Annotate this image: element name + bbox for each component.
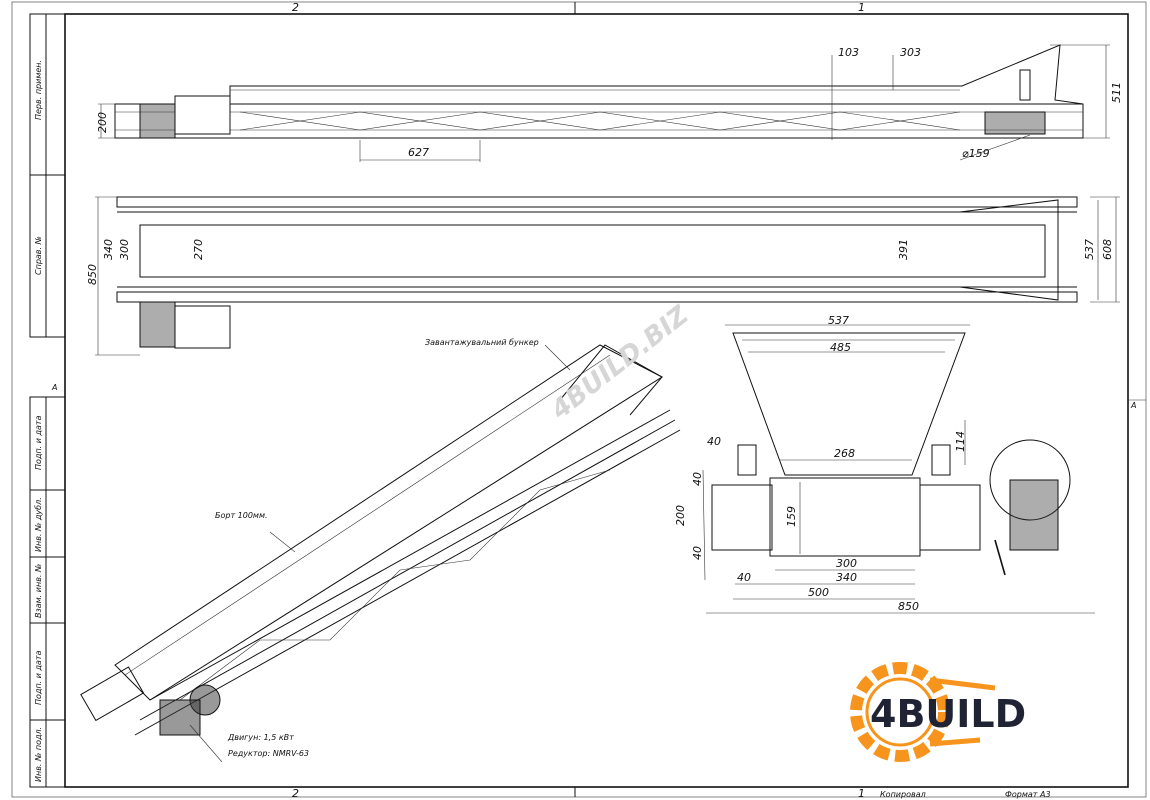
dimension-200: 200 (96, 112, 109, 133)
isometric-view (80, 344, 681, 763)
dimension-511: 511 (1110, 82, 1123, 103)
dimension-270: 270 (192, 239, 205, 260)
zone-label-top-1: 1 (858, 1, 865, 14)
annotation-loading-hopper: Завантажувальний бункер (425, 338, 539, 347)
stamp-label: Справ. № (34, 236, 43, 275)
dimension-500: 500 (808, 586, 829, 599)
stamp-label: Инв. № подл. (34, 727, 43, 782)
brand-logo: 4BUILD (850, 662, 1026, 762)
dimension-300: 300 (836, 557, 857, 570)
logo-text: 4BUILD (870, 692, 1026, 736)
dimension-40: 40 (691, 546, 704, 560)
stamp-column (29, 13, 66, 788)
dimension-300: 300 (118, 239, 131, 260)
dimension-114: 114 (954, 431, 967, 452)
dimension-340: 340 (102, 239, 115, 260)
dimension-627: 627 (408, 146, 429, 159)
zone-label-bottom-1: 1 (858, 787, 865, 800)
dimension-485: 485 (830, 341, 851, 354)
dimension-537: 537 (828, 314, 849, 327)
stamp-label: Инв. № дубл. (34, 497, 43, 552)
dimension-303: 303 (900, 46, 921, 59)
plan-view (95, 196, 1120, 356)
dimension-103: 103 (838, 46, 859, 59)
copied-label: Копировал (880, 790, 926, 799)
dimension-40: 40 (737, 571, 751, 584)
zone-label-right-a: A (1130, 401, 1136, 410)
dimension-608: 608 (1101, 239, 1114, 260)
dimension-159: 159 (785, 506, 798, 527)
zone-label-top-2: 2 (292, 1, 299, 14)
dimension-200: 200 (674, 505, 687, 526)
dimension-40: 40 (707, 435, 721, 448)
watermark: 4BUILD.BIZ (545, 300, 695, 427)
dimension-diameter-159: ⌀159 (962, 147, 990, 160)
annotation-gearbox: Редуктор: NMRV-63 (228, 749, 309, 758)
dimension-850: 850 (86, 264, 99, 285)
annotation-motor: Двигун: 1,5 кВт (227, 733, 294, 742)
zone-label-bottom-2: 2 (292, 787, 299, 800)
stamp-label: Перв. примен. (34, 60, 43, 120)
format-label: Формат А3 (1005, 790, 1051, 799)
stamp-label: Взам. инв. № (34, 564, 43, 618)
dimension-537: 537 (1083, 239, 1096, 260)
annotation-side-board: Борт 100мм. (215, 511, 268, 520)
dimension-340: 340 (836, 571, 857, 584)
zone-label-left-a: A (51, 383, 57, 392)
stamp-label: Подп. и дата (34, 650, 43, 705)
dimension-268: 268 (834, 447, 855, 460)
dimension-391: 391 (897, 239, 910, 260)
end-view (702, 324, 1095, 614)
side-elevation-view (98, 44, 1110, 162)
dimension-850: 850 (898, 600, 919, 613)
stamp-label: Подп. и дата (34, 415, 43, 470)
dimension-40: 40 (691, 472, 704, 486)
